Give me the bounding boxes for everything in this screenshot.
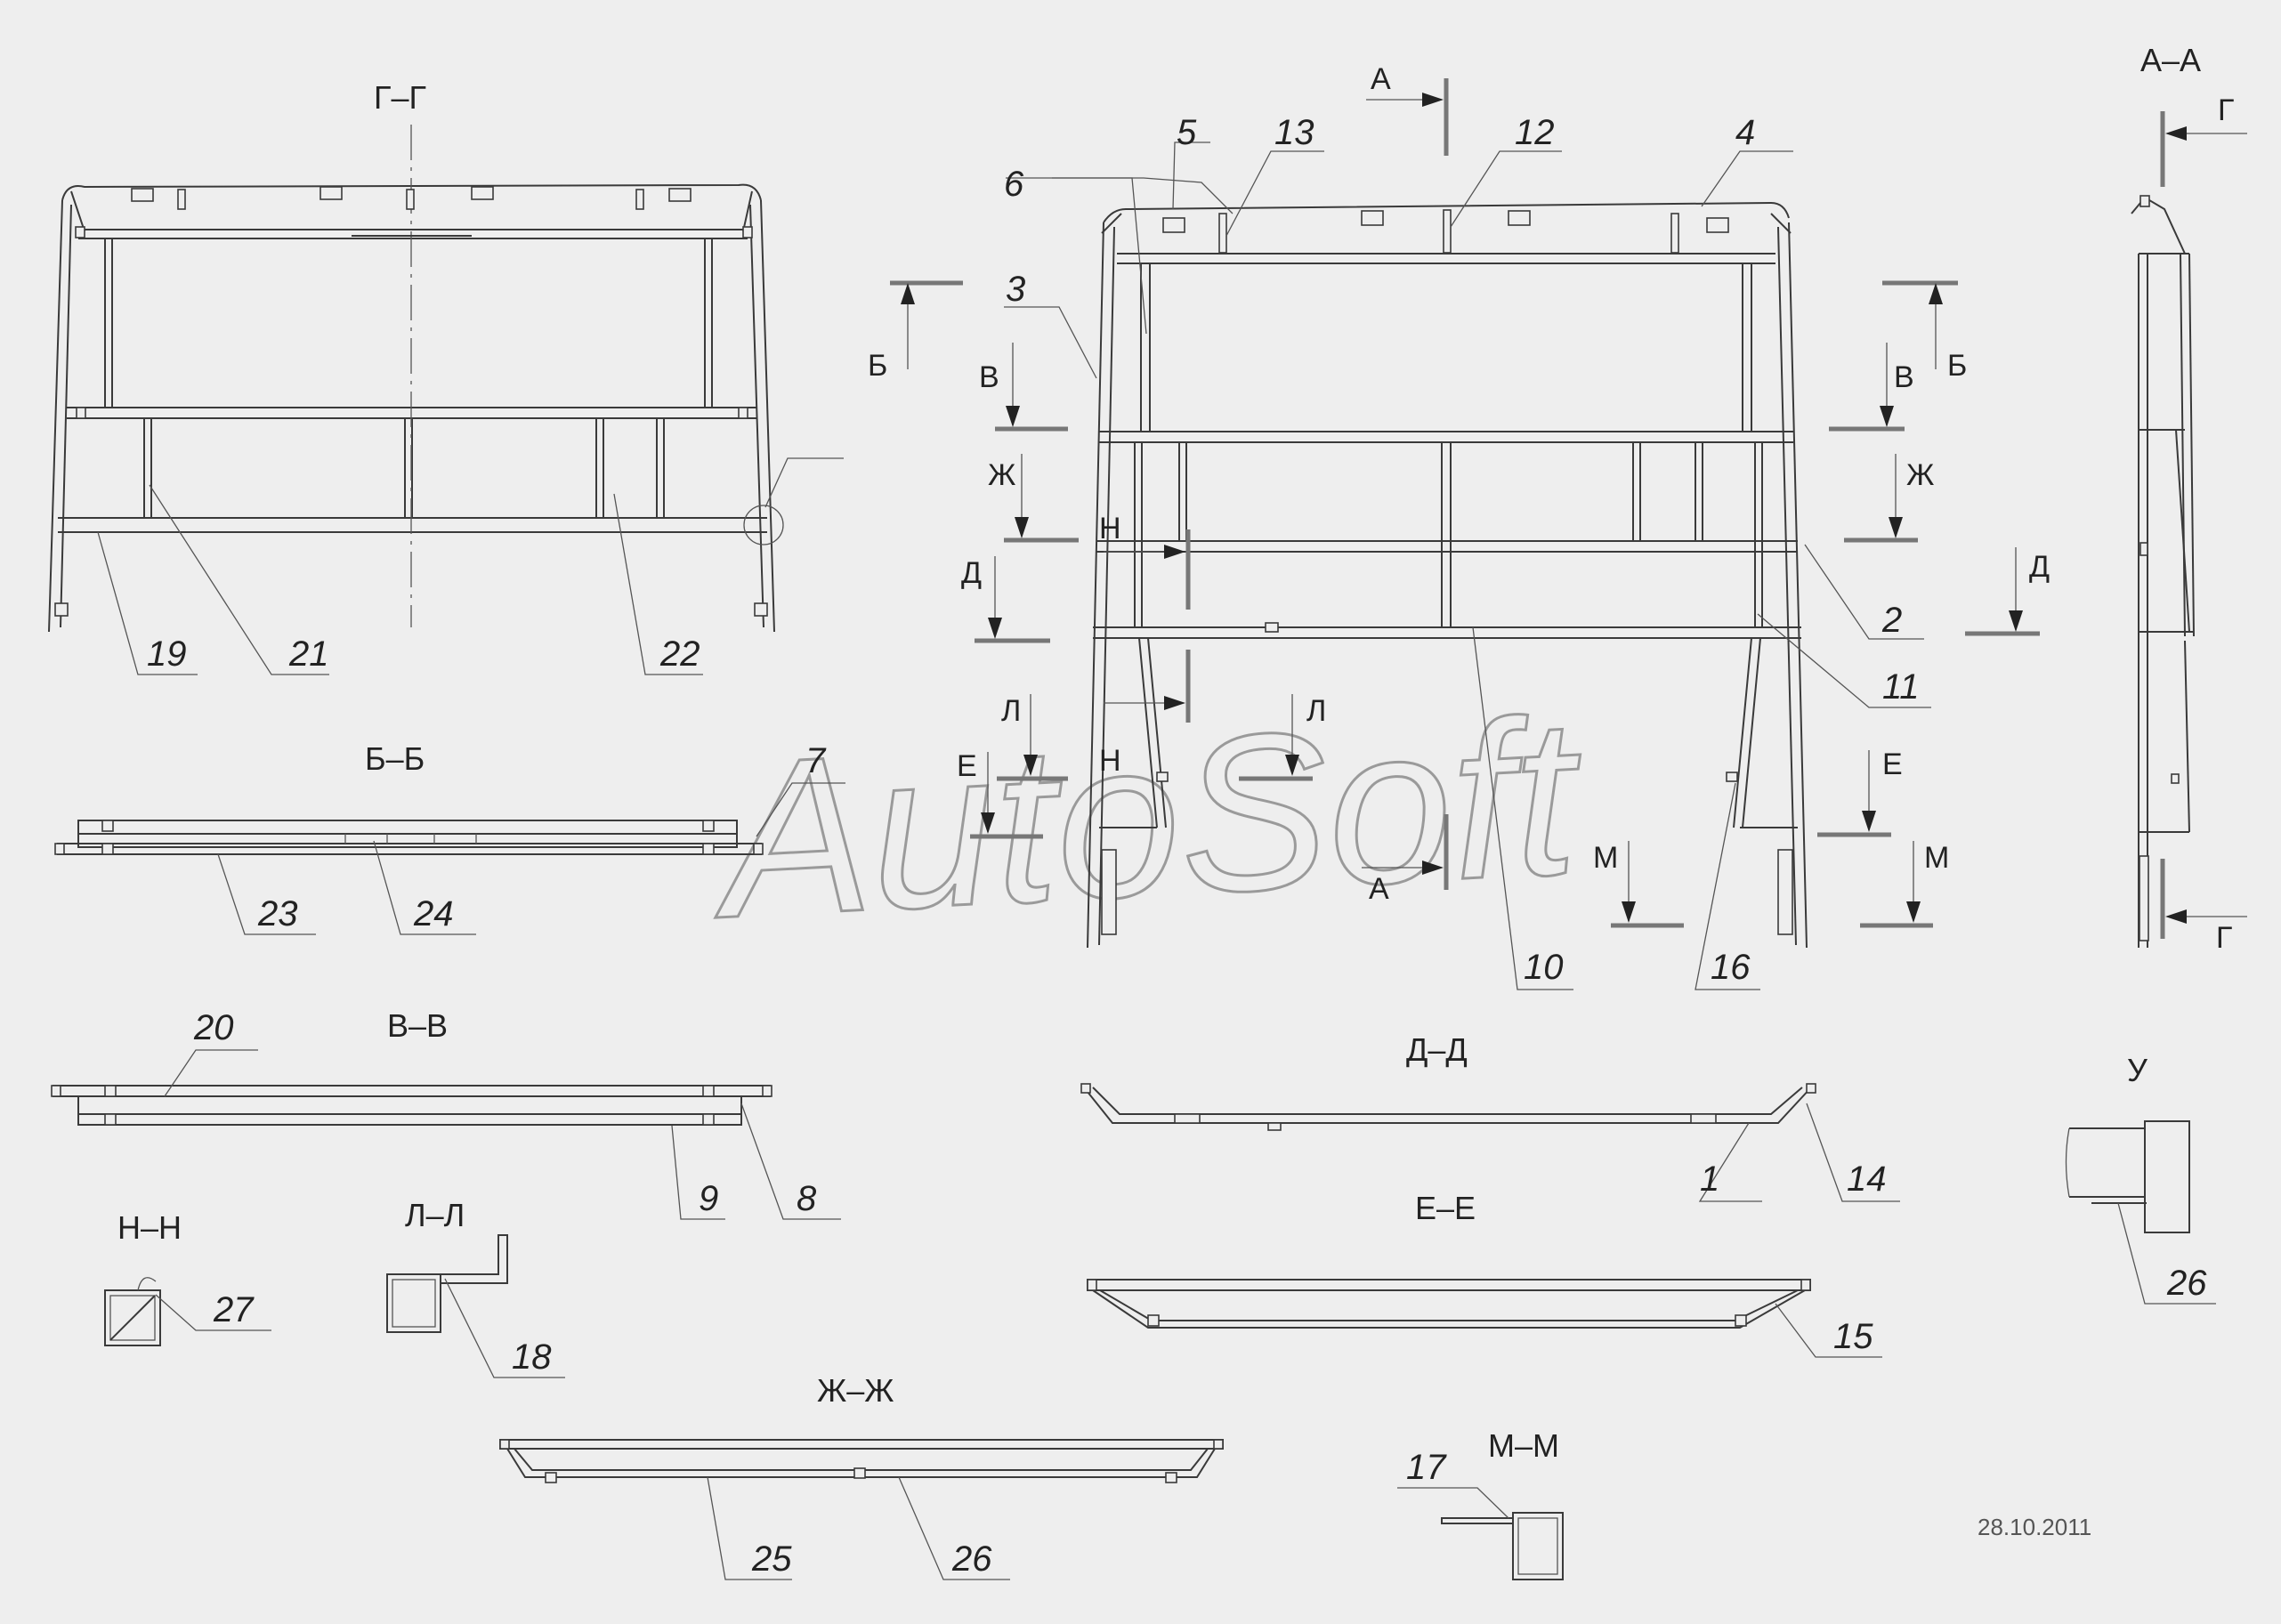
letter-v-left: В xyxy=(979,360,999,394)
callout-10: 10 xyxy=(1524,948,1564,987)
letter-b-left: Б xyxy=(868,349,887,383)
letter-m-right: М xyxy=(1924,841,1949,875)
letter-d-right: Д xyxy=(2029,550,2050,584)
callout-26-detail: 26 xyxy=(2166,1264,2207,1303)
callout-23: 23 xyxy=(257,894,298,933)
callout-1: 1 xyxy=(1700,1159,1719,1199)
view-title-u: У xyxy=(2127,1052,2148,1088)
view-title-v-v: В–В xyxy=(387,1007,448,1044)
drawing-date: 28.10.2011 xyxy=(1978,1514,2091,1540)
letter-a-bottom: А xyxy=(1369,872,1389,906)
view-g-g: Г–Г xyxy=(48,79,784,633)
callout-24: 24 xyxy=(413,894,454,933)
view-a-a: А–А Г Г xyxy=(2131,42,2247,955)
callout-9: 9 xyxy=(699,1179,718,1218)
callout-18: 18 xyxy=(512,1337,552,1377)
letter-n-top: Н xyxy=(1099,512,1121,545)
letter-v-right: В xyxy=(1894,360,1914,394)
leader-lines xyxy=(97,141,2216,1580)
section-markers: А Б Б В В Ж Ж Д Д Н xyxy=(868,62,2050,928)
callout-19: 19 xyxy=(147,634,187,674)
letter-a-top: А xyxy=(1371,62,1391,96)
view-n-n: Н–Н xyxy=(104,1209,182,1346)
view-title-a-a: А–А xyxy=(2140,42,2201,78)
letter-m-left: М xyxy=(1593,841,1618,875)
letter-b-right: Б xyxy=(1947,349,1967,383)
callout-27: 27 xyxy=(213,1290,255,1329)
callout-11: 11 xyxy=(1882,667,1920,707)
callout-5: 5 xyxy=(1177,113,1197,152)
letter-g-top: Г xyxy=(2218,93,2234,127)
letter-e-right: Е xyxy=(1882,747,1903,781)
view-zh-zh: Ж–Ж xyxy=(499,1372,1224,1483)
view-title-b-b: Б–Б xyxy=(365,740,425,777)
callout-21: 21 xyxy=(288,634,329,674)
callout-17: 17 xyxy=(1406,1448,1447,1487)
callout-20: 20 xyxy=(193,1008,234,1047)
callout-25: 25 xyxy=(751,1539,792,1579)
callout-16: 16 xyxy=(1711,948,1751,987)
detail-u: У xyxy=(2065,1052,2190,1233)
view-title-l-l: Л–Л xyxy=(405,1197,465,1233)
view-title-d-d: Д–Д xyxy=(1406,1031,1468,1068)
letter-n-bottom: Н xyxy=(1099,744,1121,778)
callout-13: 13 xyxy=(1274,113,1314,152)
letter-g-bottom: Г xyxy=(2216,921,2232,955)
letter-l-left: Л xyxy=(1001,694,1021,728)
letter-l-right: Л xyxy=(1306,694,1326,728)
view-l-l: Л–Л xyxy=(386,1197,508,1333)
callout-2: 2 xyxy=(1881,601,1902,640)
callout-4: 4 xyxy=(1735,113,1755,152)
view-title-n-n: Н–Н xyxy=(117,1209,182,1246)
callout-8: 8 xyxy=(797,1179,817,1218)
view-e-e: Е–Е xyxy=(1087,1190,1811,1329)
callout-22: 22 xyxy=(659,634,700,674)
callout-15: 15 xyxy=(1833,1317,1873,1356)
view-m-m: М–М xyxy=(1441,1427,1564,1580)
letter-d-left: Д xyxy=(961,556,982,590)
view-title-e-e: Е–Е xyxy=(1415,1190,1476,1226)
callouts: 1 2 3 4 5 6 7 8 9 10 11 12 13 14 15 16 1… xyxy=(147,113,2207,1579)
view-title-zh-zh: Ж–Ж xyxy=(817,1372,894,1409)
callout-26: 26 xyxy=(951,1539,992,1579)
letter-zh-right: Ж xyxy=(1906,458,1934,492)
view-d-d: Д–Д xyxy=(1080,1031,1816,1131)
callout-3: 3 xyxy=(1006,270,1025,309)
view-title-g-g: Г–Г xyxy=(374,79,426,116)
callout-14: 14 xyxy=(1847,1159,1887,1199)
callout-6: 6 xyxy=(1004,165,1024,204)
letter-zh-left: Ж xyxy=(988,458,1015,492)
callout-12: 12 xyxy=(1515,113,1555,152)
main-front-view xyxy=(1087,201,1808,949)
callout-7: 7 xyxy=(805,741,827,780)
view-b-b: Б–Б xyxy=(54,740,764,855)
view-v-v: В–В xyxy=(51,1007,772,1126)
view-title-m-m: М–М xyxy=(1488,1427,1559,1464)
letter-e-left: Е xyxy=(957,749,977,783)
